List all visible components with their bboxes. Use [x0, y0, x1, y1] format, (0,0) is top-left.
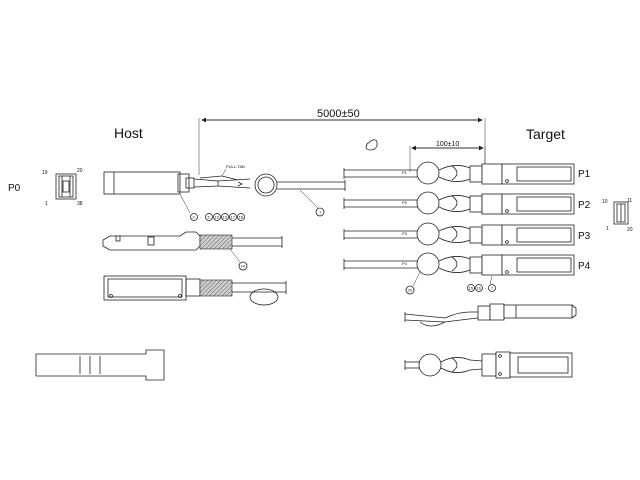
- breakout-cable-p2: P2 P2: [343, 191, 591, 215]
- callout-18: 18: [239, 215, 244, 220]
- callout-20: 20: [408, 288, 413, 293]
- callout-1: 1: [319, 210, 322, 215]
- cable-p4-label: P4: [402, 261, 408, 266]
- pull-tab-part: [35, 349, 165, 381]
- cable-p3-label: P3: [402, 231, 408, 236]
- breakout-callouts: 20 15 16 - 7: [405, 271, 496, 295]
- host-callouts: 2 - 5 10 13 17 18 1: [179, 189, 325, 221]
- target-pin-10: 10: [602, 199, 608, 205]
- target-pin-1: 1: [606, 226, 609, 232]
- target-p2-label: P2: [578, 200, 591, 211]
- length-dimension: 5000±50: [198, 108, 486, 175]
- length-value: 5000±50: [317, 108, 360, 120]
- callout-2: 2: [193, 215, 196, 220]
- breakout-cable-p1: P1 P1: [343, 161, 591, 185]
- host-pin-19: 19: [42, 170, 48, 176]
- host-pin-20: 20: [77, 168, 83, 174]
- callout-13: 13: [223, 215, 228, 220]
- target-end-view: 10 11 1 20: [602, 198, 633, 233]
- callout-16: 16: [477, 286, 482, 291]
- host-pin-1: 1: [45, 201, 48, 207]
- host-end-view: 19 20 1 38: [42, 168, 83, 207]
- callout-15: 15: [469, 286, 474, 291]
- callout-17: 17: [231, 215, 236, 220]
- breakout-dimension: 100±10: [409, 141, 486, 172]
- target-pin-20: 20: [627, 227, 633, 233]
- target-connector-side: [404, 303, 577, 327]
- breakout-value: 100±10: [436, 141, 459, 148]
- cable-p2-label: P2: [402, 200, 408, 205]
- callout-10: 10: [215, 215, 220, 220]
- callout-5: 5: [208, 215, 211, 220]
- host-connector-top: PULL-TAB: [103, 164, 346, 197]
- target-p4-label: P4: [578, 261, 591, 272]
- host-pin-38: 38: [77, 201, 83, 207]
- breakout-cable-p4: P4 P4: [343, 252, 591, 276]
- target-p1-label: P1: [578, 169, 591, 180]
- pull-tab-label: PULL-TAB: [226, 164, 245, 169]
- hand-icon: [365, 139, 378, 151]
- target-p3-label: P3: [578, 231, 591, 242]
- cable-p1-label: P1: [402, 170, 408, 175]
- host-connector-side: 14: [102, 231, 283, 271]
- callout-dash-2: -: [485, 286, 487, 291]
- target-title: Target: [526, 126, 565, 142]
- callout-14: 14: [241, 264, 246, 269]
- host-title: Host: [114, 125, 143, 141]
- callout-7: 7: [491, 286, 494, 291]
- callout-dash: -: [200, 215, 202, 220]
- target-pin-11: 11: [627, 198, 632, 204]
- p0-label: P0: [8, 183, 21, 194]
- target-connector-bottom: [404, 351, 573, 379]
- host-connector-bottom: [103, 275, 287, 306]
- breakout-cable-p3: P3 P3: [343, 222, 591, 246]
